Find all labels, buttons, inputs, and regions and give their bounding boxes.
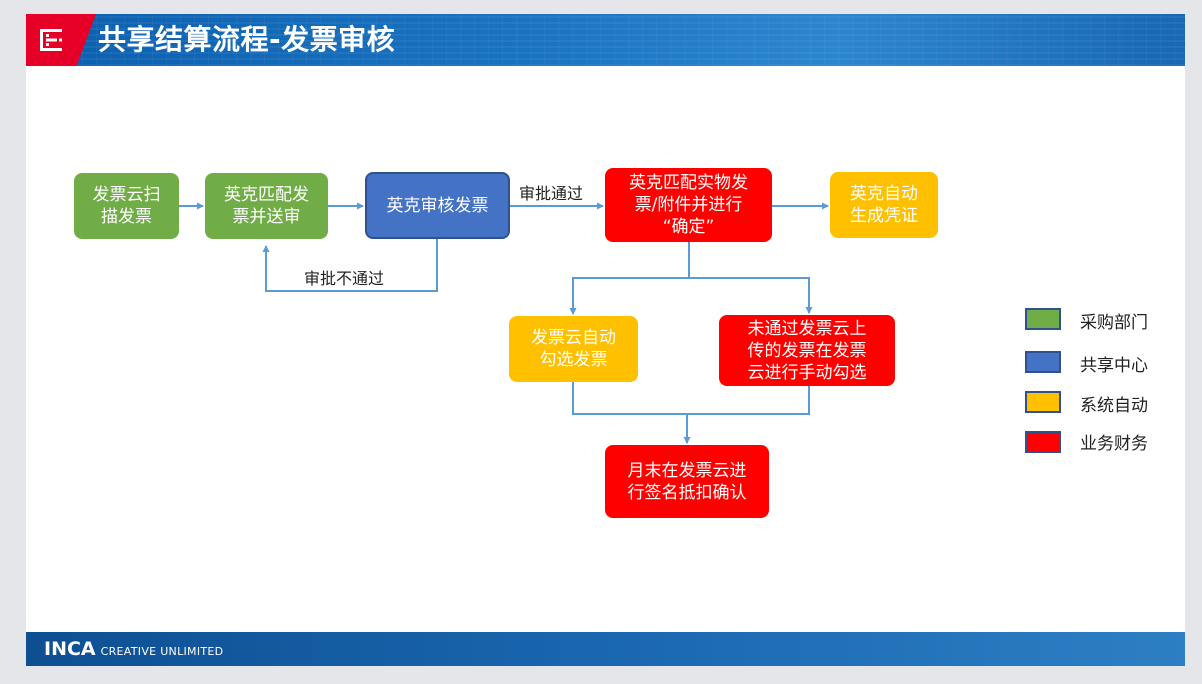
node-text: 英克自动 — [850, 184, 918, 204]
node-review-invoice: 英克审核发票 — [365, 172, 510, 239]
node-text: 描发票 — [101, 207, 152, 227]
node-text: 行签名抵扣确认 — [627, 482, 747, 503]
node-month-end-confirm: 月末在发票云进行签名抵扣确认 — [605, 445, 769, 518]
brand-tagline: CREATIVE UNLIMITED — [100, 645, 224, 658]
node-text: 月末在发票云进 — [627, 460, 747, 481]
node-text: 英克匹配发 — [224, 185, 309, 205]
legend-label: 业务财务 — [1080, 434, 1148, 454]
node-text: “确定” — [662, 217, 715, 237]
node-generate-voucher: 英克自动生成凭证 — [830, 172, 938, 238]
label-approved: 审批通过 — [519, 184, 584, 203]
node-text: 英克匹配实物发 — [629, 173, 748, 193]
header-bar: 共享结算流程-发票审核 — [26, 14, 1185, 66]
header-pattern — [26, 14, 1185, 66]
footer-bar: INCA CREATIVE UNLIMITED — [26, 632, 1185, 666]
node-text: 发票云扫 — [92, 185, 161, 205]
node-text: 发票云自动 — [531, 328, 616, 348]
node-scan-invoice: 发票云扫描发票 — [74, 173, 179, 239]
node-text: 传的发票在发票 — [747, 340, 867, 361]
connectors — [179, 202, 829, 444]
legend-label: 采购部门 — [1080, 313, 1148, 333]
footer-brand: INCA CREATIVE UNLIMITED — [44, 638, 223, 660]
node-text: 勾选发票 — [539, 350, 608, 370]
edge-manual-merge — [687, 386, 810, 415]
edge-review-rejected — [262, 239, 438, 292]
legend-swatch-shared-center — [1025, 351, 1061, 373]
edge-confirm-split-right — [689, 277, 813, 314]
node-text: 未通过发票云上 — [747, 318, 867, 339]
page-title: 共享结算流程-发票审核 — [98, 23, 396, 56]
legend-swatch-business-finance — [1025, 431, 1061, 453]
node-text: 票/附件并进行 — [634, 195, 743, 215]
legend-label: 共享中心 — [1080, 356, 1148, 376]
legend-swatch-system-auto — [1025, 391, 1061, 413]
node-match-send: 英克匹配发票并送审 — [205, 173, 328, 239]
node-manual-check: 未通过发票云上传的发票在发票云进行手动勾选 — [719, 315, 895, 386]
node-text: 生成凭证 — [850, 206, 918, 226]
node-text: 票并送审 — [232, 207, 301, 227]
legend-label: 系统自动 — [1080, 396, 1148, 416]
edge-confirm-split — [569, 242, 690, 315]
node-text: 云进行手动勾选 — [747, 362, 867, 383]
node-text: 英克审核发票 — [386, 195, 489, 216]
node-match-confirm: 英克匹配实物发票/附件并进行“确定” — [605, 168, 772, 242]
flowchart: 发票云扫描发票 英克匹配发票并送审 英克审核发票 审批通过 审批不通过 英克匹配… — [26, 14, 1185, 632]
legend-swatch-procurement — [1025, 308, 1061, 330]
inca-logo-icon — [40, 29, 62, 51]
brand-name: INCA — [44, 638, 96, 660]
edge-auto-merge — [572, 382, 691, 444]
label-rejected: 审批不通过 — [304, 269, 385, 288]
node-auto-check: 发票云自动勾选发票 — [509, 316, 638, 382]
slide: 共享结算流程-发票审核 发票云扫描发票 — [26, 14, 1185, 666]
